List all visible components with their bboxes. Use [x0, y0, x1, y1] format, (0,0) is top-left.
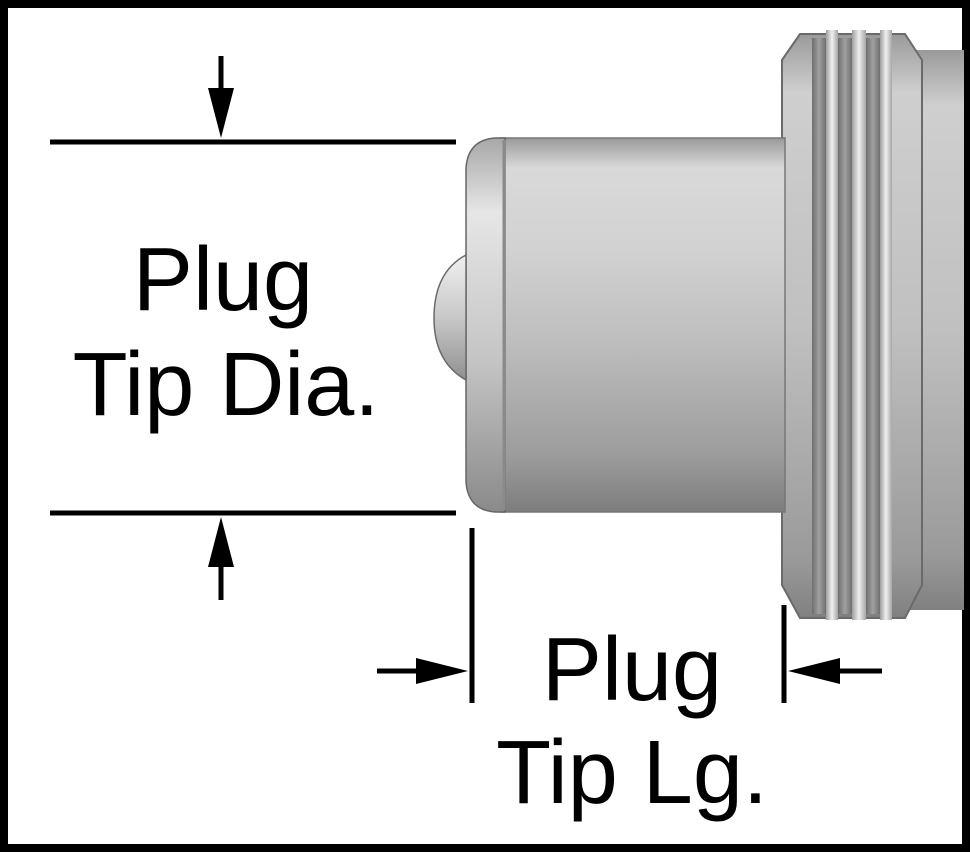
plug-groove — [866, 38, 880, 614]
arrow-right-icon — [377, 658, 468, 684]
plug-groove — [812, 38, 826, 614]
plug-groove — [838, 38, 852, 614]
arrow-down-icon — [208, 56, 234, 138]
length-label-line2: Tip Lg. — [496, 723, 768, 823]
plug-ridge — [826, 30, 838, 620]
arrow-left-icon — [788, 658, 882, 684]
length-label-line1: Plug — [542, 620, 722, 720]
plug-tip-body — [499, 137, 786, 513]
diameter-dimension: Plug Tip Dia. — [50, 56, 456, 600]
diameter-label-line2: Tip Dia. — [73, 335, 380, 435]
arrow-up-icon — [208, 517, 234, 600]
length-dimension: Plug Tip Lg. — [377, 528, 882, 823]
plug-ridge — [880, 30, 892, 620]
plug-ridge — [852, 30, 866, 620]
diameter-label-line1: Plug — [133, 230, 313, 330]
plug-valve-ball — [433, 253, 467, 382]
plug-tip-nose — [465, 137, 506, 513]
quick-disconnect-plug-icon — [433, 30, 964, 620]
